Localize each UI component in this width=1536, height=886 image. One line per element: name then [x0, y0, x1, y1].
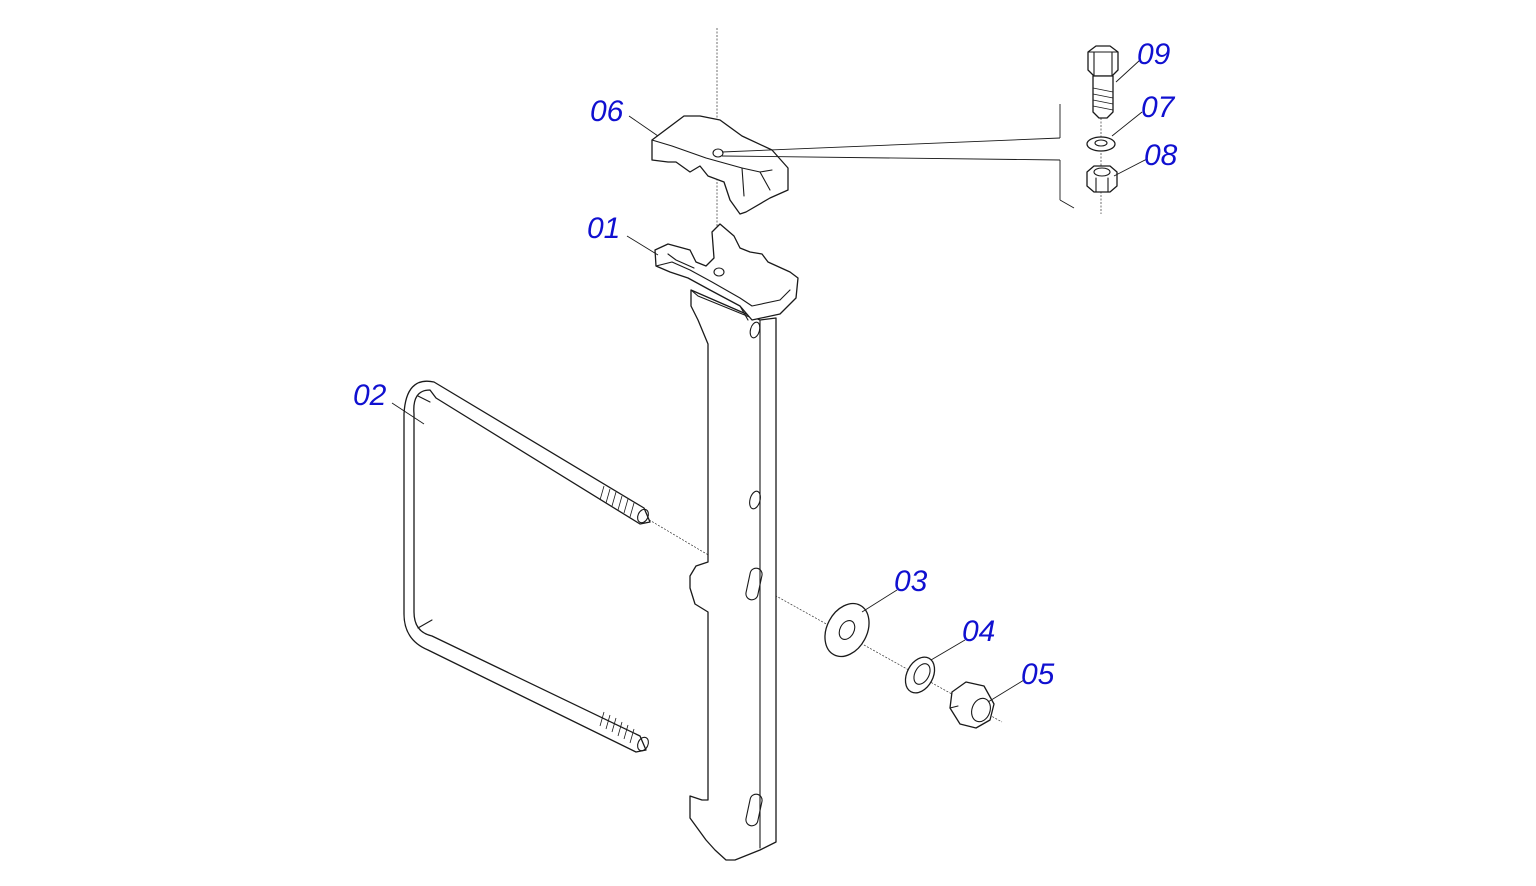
- u-bolt: [403, 380, 651, 753]
- upper-clamp-plate: [654, 223, 799, 321]
- callout-04: 04: [962, 615, 995, 648]
- main-bracket: [689, 289, 777, 861]
- detail-reference-lines: [721, 104, 1075, 209]
- u-bolt-lower-thread: [599, 711, 649, 752]
- hex-nut-small: [1086, 165, 1118, 193]
- callout-02: 02: [353, 379, 387, 412]
- callout-07: 07: [1141, 91, 1176, 124]
- callout-09: 09: [1137, 38, 1171, 71]
- callout-01: 01: [587, 212, 620, 245]
- callout-06: 06: [590, 95, 624, 128]
- hex-bolt: [1087, 45, 1119, 119]
- clamp-cap: [651, 115, 789, 215]
- u-bolt-upper-thread: [599, 485, 649, 524]
- callout-08: 08: [1144, 139, 1178, 172]
- hex-nut-large: [949, 681, 995, 729]
- spring-lock-washer: [904, 656, 936, 694]
- callout-leaders: [391, 59, 1148, 703]
- callout-03: 03: [894, 565, 928, 598]
- flat-washer: [824, 602, 870, 658]
- callout-labels: 01 02 03 04 05 06 07 08 09: [353, 38, 1178, 691]
- washer-small: [1086, 136, 1116, 152]
- callout-05: 05: [1021, 658, 1055, 691]
